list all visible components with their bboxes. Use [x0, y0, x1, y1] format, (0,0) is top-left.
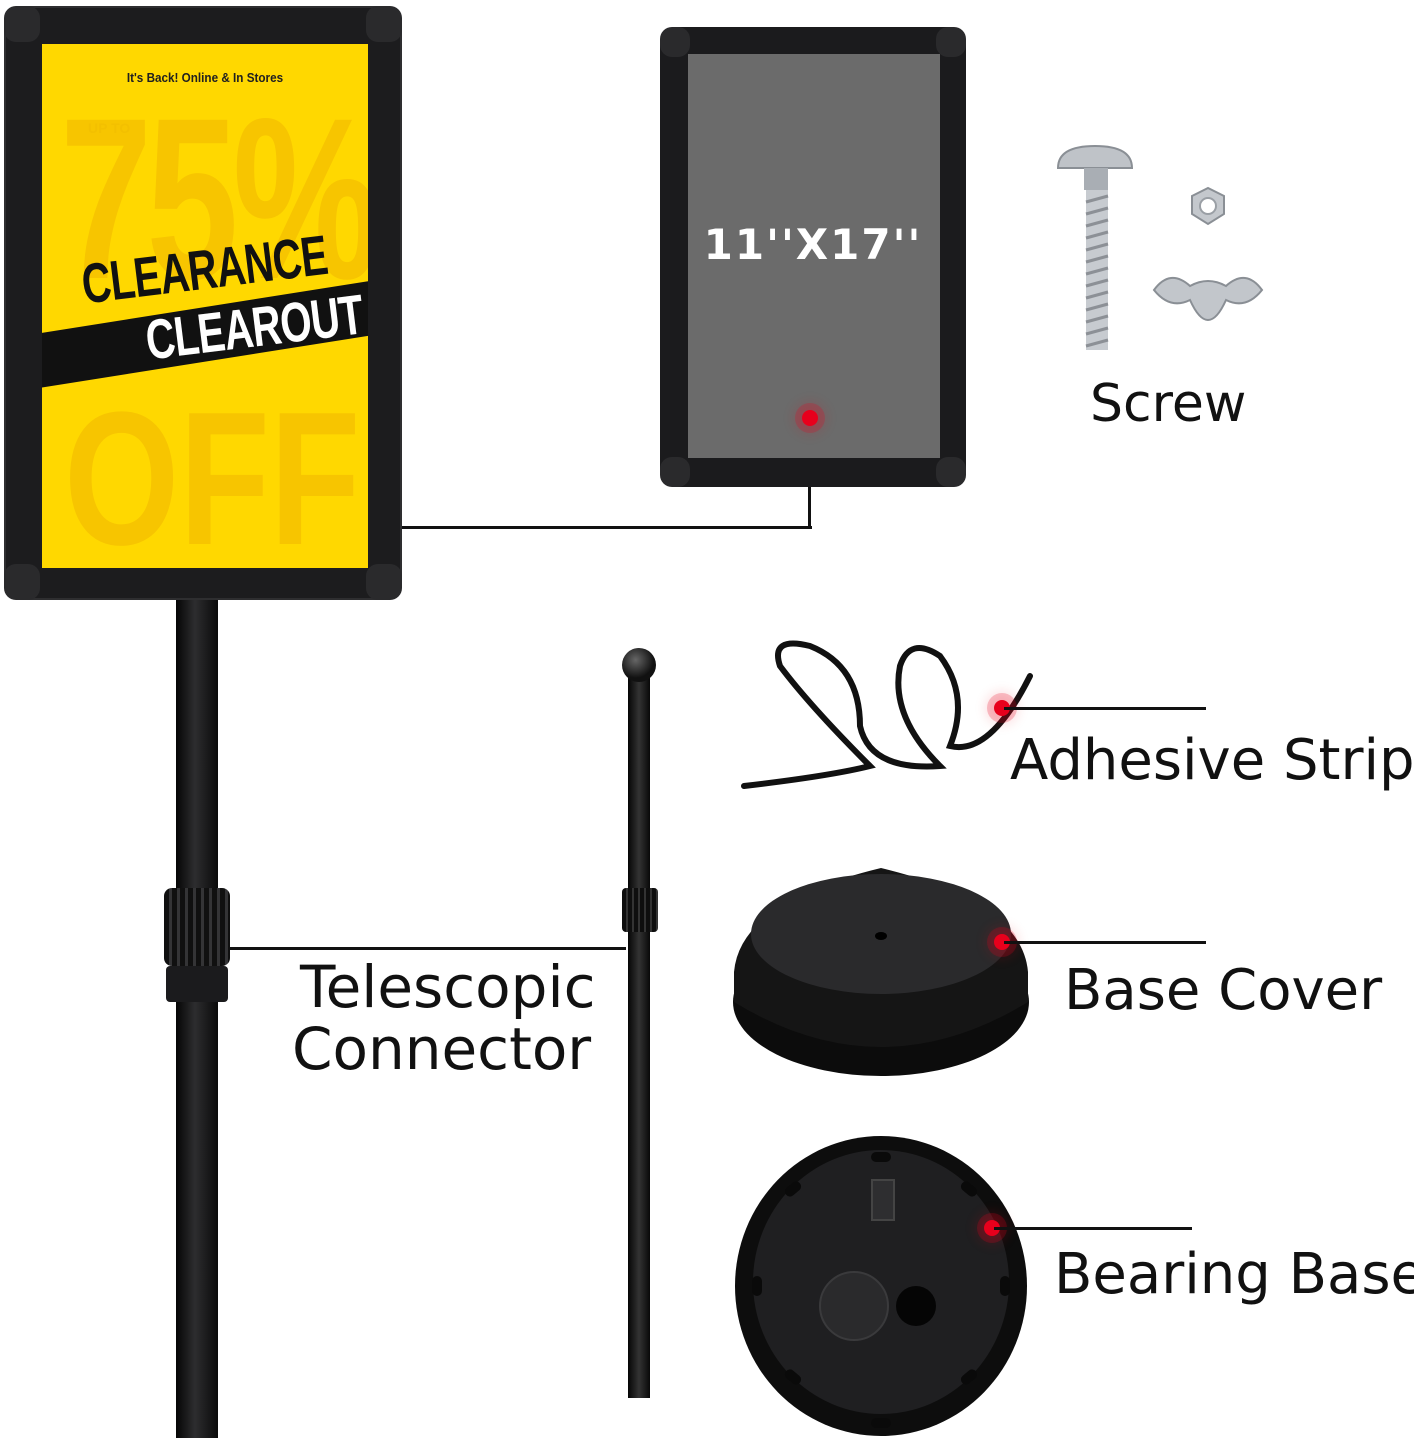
poster-off: OFF: [64, 373, 361, 568]
poster-big-number: 75%: [60, 70, 368, 327]
telescopic-label-line1: Telescopic: [300, 953, 596, 1021]
base-cover-icon: [733, 868, 1029, 1076]
poster: 75% UP TO OFF It's Back! Online & In Sto…: [42, 44, 368, 568]
telescopic-knob: [164, 888, 230, 966]
bearing-base-icon: [735, 1136, 1027, 1436]
telescopic-ring: [166, 966, 228, 1002]
adhesive-strip-icon: [741, 640, 1033, 789]
telescopic-rod: [628, 668, 650, 1398]
frame-corner: [4, 564, 40, 600]
frame-corner: [936, 457, 966, 487]
marker-dot: [802, 410, 818, 426]
frame-corner: [4, 6, 40, 42]
frame-corner: [660, 457, 690, 487]
frame-corner: [366, 564, 402, 600]
base-cover-label: Base Cover: [1064, 958, 1383, 1023]
frame-corner: [936, 27, 966, 57]
marker-dot: [994, 700, 1010, 716]
marker-dot: [984, 1220, 1000, 1236]
screw-label: Screw: [1090, 374, 1247, 434]
rod-collar: [622, 888, 658, 932]
poster-tagline: It's Back! Online & In Stores: [126, 70, 284, 85]
poster-up-to: UP TO: [88, 120, 131, 136]
screw-icon: [1056, 144, 1264, 350]
stand-pole: [176, 600, 218, 1438]
callout-line: [994, 1227, 1192, 1230]
frame-corner: [660, 27, 690, 57]
rod-ball-tip: [622, 648, 656, 682]
callout-line: [1004, 707, 1206, 710]
callout-line: [402, 526, 812, 529]
poster-frame: 75% UP TO OFF It's Back! Online & In Sto…: [4, 6, 402, 600]
adhesive-strip-label: Adhesive Strip: [1010, 728, 1414, 793]
marker-dot: [994, 934, 1010, 950]
callout-line: [1004, 941, 1206, 944]
frame-size-label: 11''X17'': [703, 220, 923, 269]
bearing-base-label: Bearing Base: [1054, 1242, 1414, 1307]
small-frame-panel: [688, 54, 940, 458]
telescopic-label-line2: Connector: [292, 1015, 592, 1083]
frame-corner: [366, 6, 402, 42]
callout-line: [230, 947, 626, 950]
